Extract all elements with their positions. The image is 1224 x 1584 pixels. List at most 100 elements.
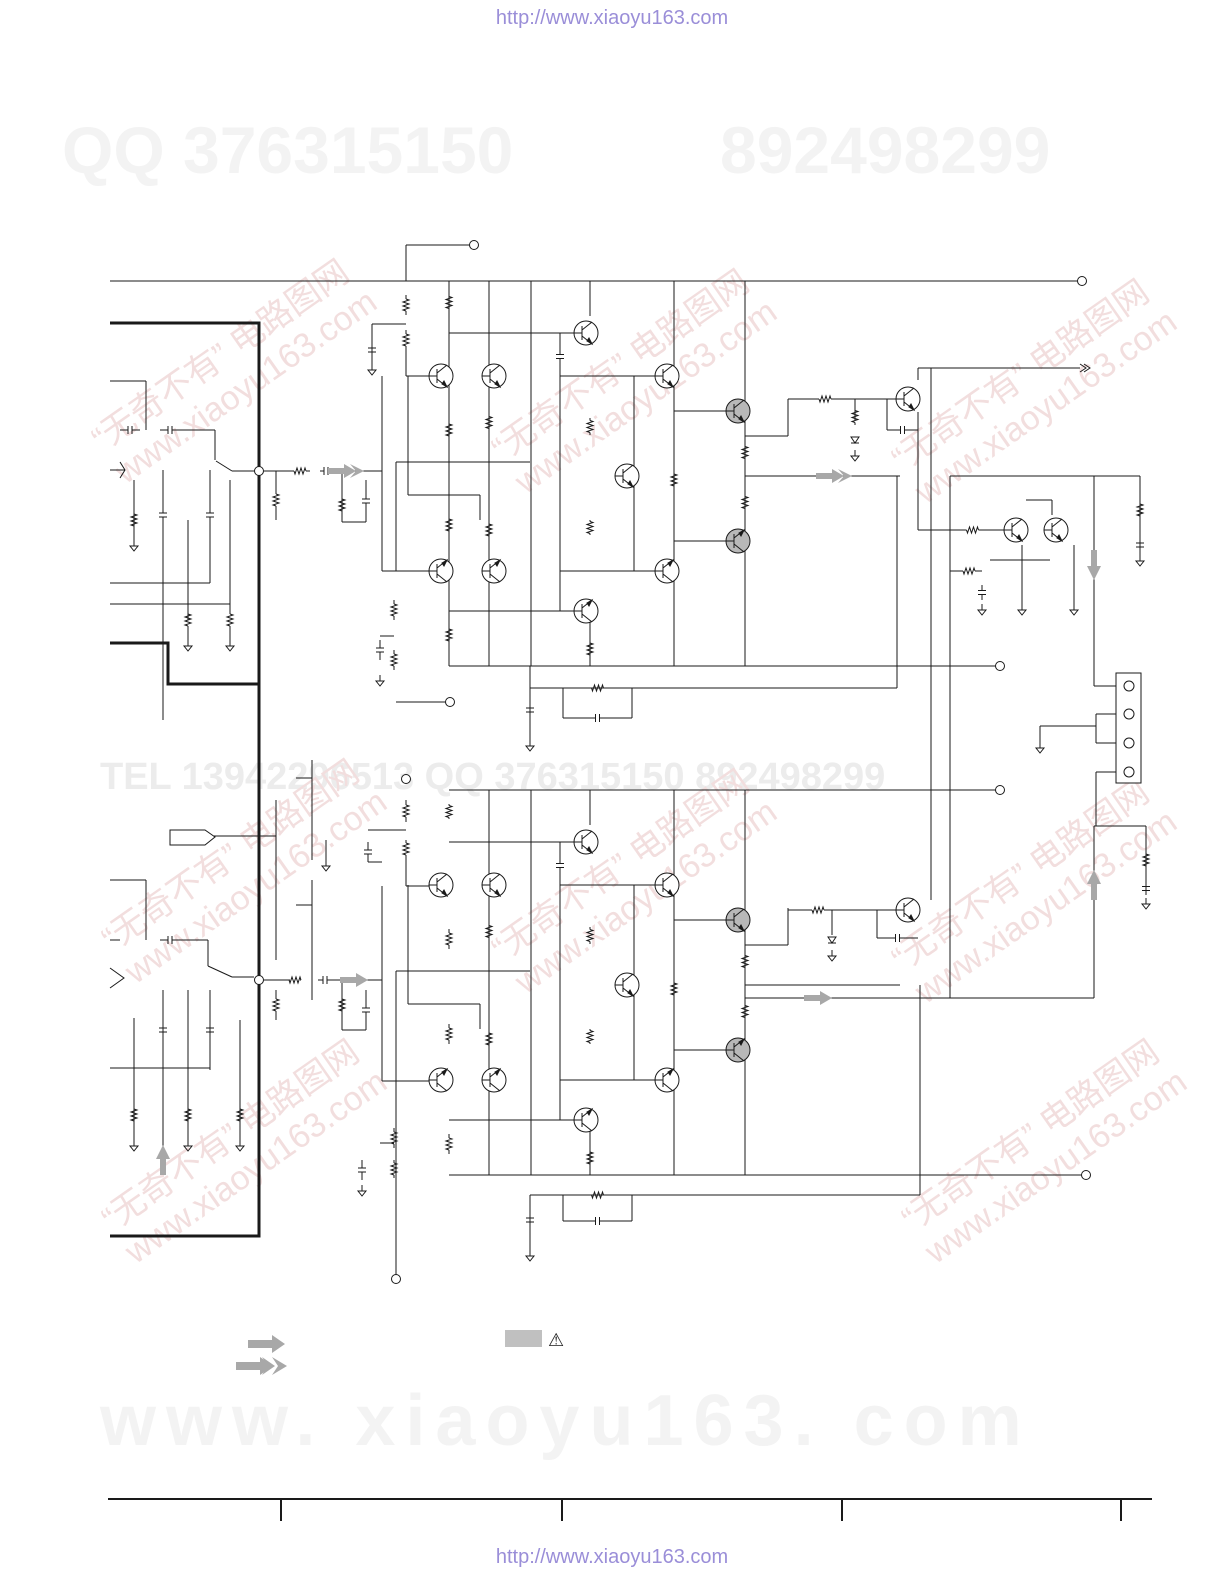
ground-icon (524, 1255, 536, 1262)
terminal (254, 975, 264, 985)
terminal (995, 661, 1005, 671)
terminal (1077, 276, 1087, 286)
resistor (183, 1108, 193, 1122)
ground-icon (356, 1190, 368, 1197)
wire (215, 460, 233, 472)
wire (119, 461, 126, 479)
resistor (337, 498, 347, 512)
transistor-arrow (738, 528, 746, 537)
resistor (1141, 853, 1151, 867)
transistor-collector (436, 873, 448, 883)
resistor (389, 603, 399, 617)
transistor-arrow (1016, 534, 1024, 543)
resistor (962, 566, 976, 576)
connector-pin-3 (1123, 737, 1135, 749)
transistor-collector (622, 973, 634, 983)
resistor (484, 416, 494, 429)
transistor-collector (733, 399, 745, 409)
transistor-arrow (441, 889, 449, 898)
ground-icon (182, 1145, 194, 1152)
ground-icon (128, 545, 140, 552)
schematic-components (120, 240, 1152, 1284)
resistor (401, 804, 411, 818)
transistor-emitter (581, 1122, 593, 1132)
transistor-emitter (489, 1082, 501, 1092)
resistor (669, 473, 679, 487)
resistor (585, 521, 595, 534)
module-outline-step (110, 641, 259, 686)
transistor-collector (1051, 518, 1063, 528)
signal-arrow (838, 469, 852, 483)
transistor-arrow (667, 558, 675, 567)
resistor (484, 1032, 494, 1046)
resistor (444, 805, 454, 818)
resistor (401, 333, 411, 347)
resistor (811, 905, 825, 915)
transistor-collector (1011, 518, 1023, 528)
resistor (444, 628, 454, 642)
resistor (585, 1030, 595, 1043)
resistor (444, 518, 454, 532)
transistor-arrow (494, 889, 502, 898)
module-outline (110, 321, 261, 1238)
resistor (389, 653, 399, 667)
resistor (183, 613, 193, 627)
resistor (966, 525, 979, 535)
ground-icon (849, 455, 861, 462)
wire (1079, 363, 1087, 373)
transistor-collector (662, 364, 674, 374)
transistor-collector (581, 830, 593, 840)
resistor (401, 842, 411, 856)
transistor-arrow (494, 1067, 502, 1076)
signal-arrow (816, 469, 844, 483)
schematic-boundary (110, 321, 261, 1238)
legend-arrow-single (248, 1335, 285, 1353)
ground-icon (1140, 903, 1152, 910)
transistor-collector (622, 464, 634, 474)
header-url[interactable]: http://www.xiaoyu163.com (495, 7, 729, 29)
legend-arrow-double-2 (262, 1357, 275, 1375)
transistor-emitter (581, 613, 593, 623)
transistor-arrow (627, 989, 635, 998)
ground-icon (1034, 747, 1046, 754)
transistor-arrow (738, 924, 746, 933)
transistor-emitter (662, 1082, 674, 1092)
resistor (129, 1108, 139, 1122)
legend (236, 1330, 542, 1375)
transistor-arrow (586, 846, 594, 855)
terminal (445, 697, 455, 707)
wire (207, 965, 233, 978)
transistor-emitter (436, 1082, 448, 1092)
terminal (401, 774, 411, 784)
ground-icon (1068, 609, 1080, 616)
resistor (225, 613, 235, 627)
transistor-arrow (627, 480, 635, 489)
resistor (818, 394, 832, 404)
resistor (740, 955, 750, 968)
resistor (293, 466, 307, 476)
resistor (740, 1005, 750, 1018)
transistor-arrow (908, 403, 916, 412)
resistor (669, 982, 679, 996)
signal-arrows (156, 464, 1101, 1175)
connector-pin-4 (1123, 766, 1135, 778)
ground-icon (1016, 609, 1028, 616)
resistor (585, 642, 595, 656)
transistor-emitter (436, 573, 448, 583)
signal-arrow (1087, 870, 1101, 900)
transistor-arrow (441, 380, 449, 389)
transistor-arrow (738, 1037, 746, 1046)
footer-url[interactable]: http://www.xiaoyu163.com (495, 1546, 729, 1568)
terminal (1081, 1170, 1091, 1180)
transistor-emitter (733, 1052, 745, 1062)
schematic-wires (109, 244, 1147, 1275)
ground-icon (524, 745, 536, 752)
connector-pin-1 (1123, 680, 1135, 692)
terminal (995, 785, 1005, 795)
resistor (591, 683, 604, 693)
transistor-arrow (667, 889, 675, 898)
resistor (740, 446, 750, 459)
transistor-arrow (441, 1067, 449, 1076)
watermark-qq-left: QQ 376315150 (62, 113, 514, 187)
transistor-collector (489, 873, 501, 883)
